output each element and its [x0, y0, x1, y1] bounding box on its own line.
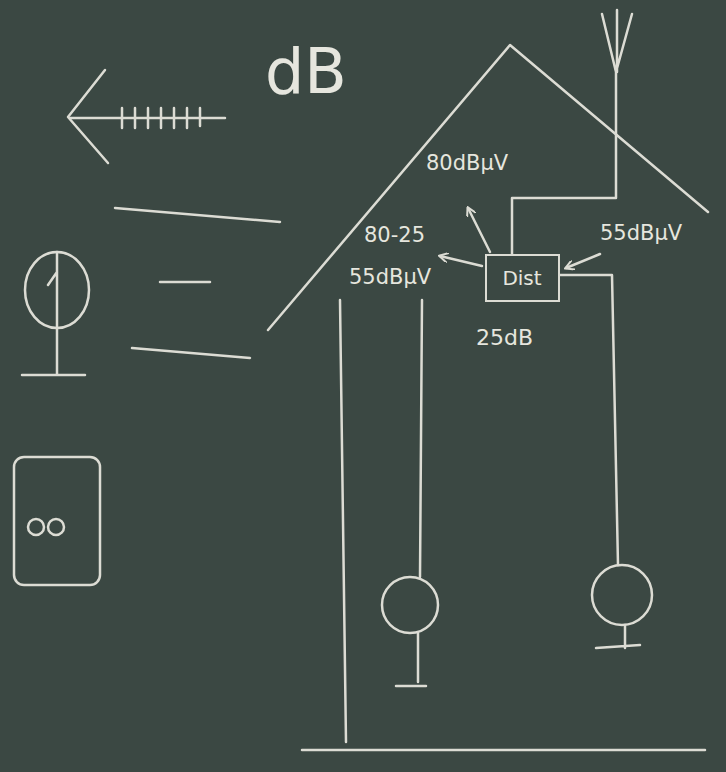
tv-symbol — [22, 252, 89, 375]
level-label: 55dBμV — [600, 222, 682, 245]
chalk-dashes — [115, 208, 280, 358]
tv-set-sketch — [14, 457, 100, 585]
unit-heading: dB — [265, 38, 347, 106]
level-label: 80dBμV — [426, 152, 508, 175]
calculation-label: 80-25 — [364, 224, 425, 247]
box-label: Dist — [502, 266, 541, 290]
roof-antenna — [512, 10, 632, 255]
gain-label: 25dB — [476, 326, 533, 350]
tv-symbol — [592, 565, 652, 648]
coax-cables — [420, 275, 618, 577]
level-label: 55dBμV — [349, 266, 431, 289]
house-outline — [268, 45, 708, 750]
yagi-antenna — [68, 70, 225, 163]
tv-symbol — [382, 577, 438, 686]
distributor-box: Dist — [485, 254, 560, 302]
